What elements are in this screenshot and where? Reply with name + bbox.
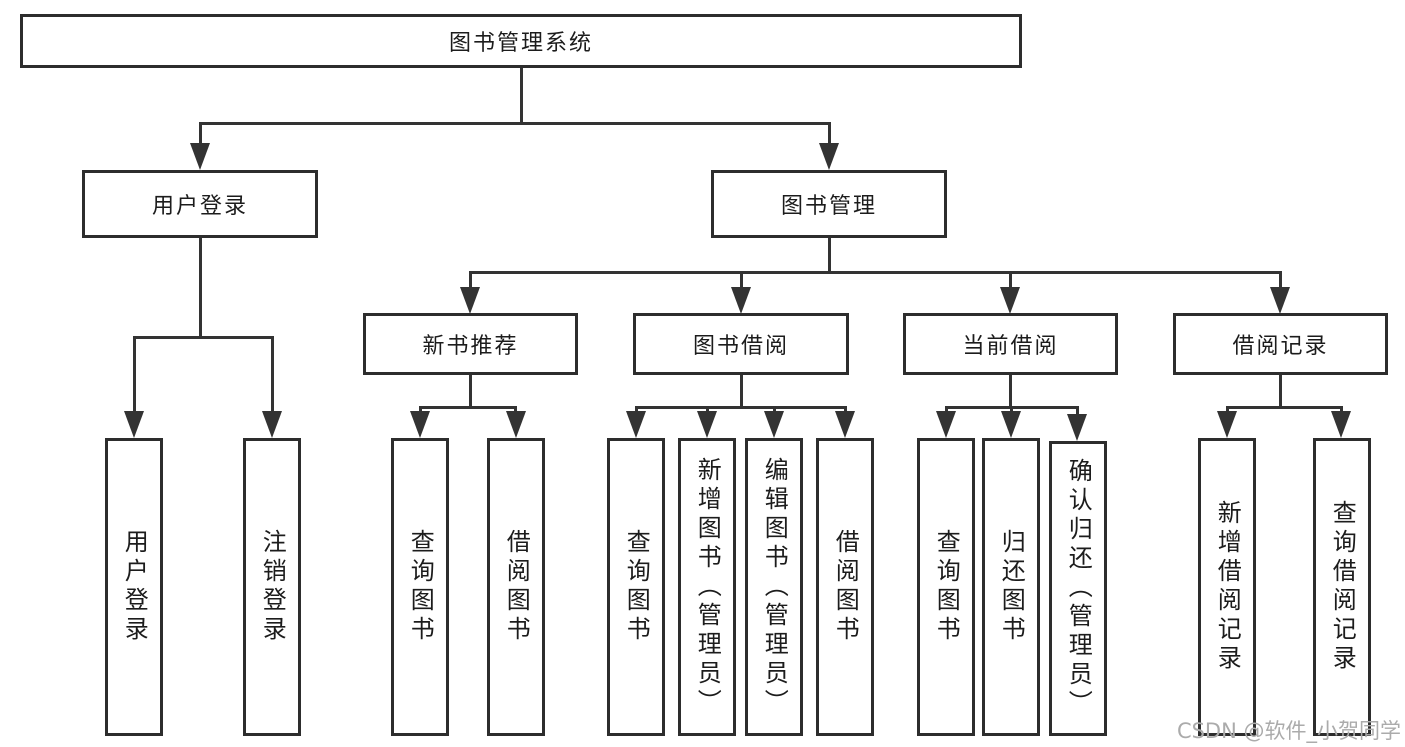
leaf-cb-confirm-return-admin: 确认归还（管理员） (1049, 441, 1107, 736)
connector-nbr-stub (469, 271, 472, 289)
connector-bb-trunk (740, 375, 743, 409)
leaf-user-login: 用户登录 (105, 438, 163, 736)
node-book-borrow-label: 图书借阅 (692, 334, 789, 359)
node-borrow-records-label: 借阅记录 (1232, 334, 1329, 359)
connector-ul-leaf1-stub (133, 336, 136, 414)
leaf-nbr-query-books: 查询图书 (391, 438, 449, 736)
connector-bb-stub (740, 271, 743, 289)
connector-book-mgmt-trunk (828, 238, 831, 274)
connector-ul-leaf2-stub (271, 336, 274, 414)
leaf-cb-query-books: 查询图书 (917, 438, 975, 736)
connector-cb-leaf2-stub (1010, 406, 1013, 414)
arrowhead-cb-leaf2 (1001, 411, 1021, 438)
leaf-nbr-borrow-books-label: 借阅图书 (502, 529, 531, 645)
connector-br-leaf2-stub (1340, 406, 1343, 414)
leaf-br-add-record: 新增借阅记录 (1198, 438, 1256, 736)
connector-br-stub (1279, 271, 1282, 289)
arrowhead-book-borrow (731, 287, 751, 314)
arrowhead-bb-leaf3 (764, 411, 784, 438)
arrowhead-ul-leaf1 (124, 411, 144, 438)
arrowhead-user-login (190, 143, 210, 170)
leaf-bb-query-books: 查询图书 (607, 438, 665, 736)
node-user-login: 用户登录 (82, 170, 318, 238)
leaf-nbr-borrow-books: 借阅图书 (487, 438, 545, 736)
leaf-bb-borrow-books-label: 借阅图书 (831, 529, 860, 645)
leaf-bb-add-books-admin: 新增图书（管理员） (678, 438, 736, 736)
leaf-logout: 注销登录 (243, 438, 301, 736)
connector-cb-trunk (1009, 375, 1012, 409)
arrowhead-br-leaf1 (1217, 411, 1237, 438)
arrowhead-current-borrow (1000, 287, 1020, 314)
connector-br-leaf1-stub (1226, 406, 1229, 414)
leaf-br-query-record: 查询借阅记录 (1313, 438, 1371, 736)
connector-book-mgmt-stub (828, 122, 831, 146)
connector-nbr-rail (419, 406, 517, 409)
connector-bb-leaf1-stub (635, 406, 638, 414)
node-user-login-label: 用户登录 (151, 194, 248, 219)
leaf-bb-edit-books-admin: 编辑图书（管理员） (745, 438, 803, 736)
connector-user-login-rail (133, 336, 274, 339)
leaf-bb-query-books-label: 查询图书 (622, 529, 651, 645)
leaf-br-add-record-label: 新增借阅记录 (1213, 500, 1242, 674)
arrowhead-nbr-leaf1 (410, 411, 430, 438)
leaf-bb-borrow-books: 借阅图书 (816, 438, 874, 736)
connector-cb-leaf1-stub (945, 406, 948, 414)
connector-br-rail (1226, 406, 1343, 409)
node-book-management-label: 图书管理 (780, 194, 877, 219)
leaf-cb-confirm-return-admin-label: 确认归还（管理员） (1064, 458, 1093, 719)
connector-nbr-trunk (469, 375, 472, 409)
arrowhead-ul-leaf2 (262, 411, 282, 438)
node-new-book-recommend: 新书推荐 (363, 313, 578, 375)
node-root-label: 图书管理系统 (448, 31, 593, 56)
leaf-cb-query-books-label: 查询图书 (932, 529, 961, 645)
connector-level2-rail (199, 122, 831, 125)
connector-level3-rail (469, 271, 1282, 274)
leaf-cb-return-books-label: 归还图书 (997, 529, 1026, 645)
connector-br-trunk (1279, 375, 1282, 409)
node-book-borrow: 图书借阅 (633, 313, 849, 375)
leaf-bb-add-books-admin-label: 新增图书（管理员） (693, 456, 722, 718)
csdn-watermark: CSDN @软件_小贺同学 (1176, 719, 1401, 743)
arrowhead-borrow-records (1270, 287, 1290, 314)
leaf-nbr-query-books-label: 查询图书 (406, 529, 435, 645)
leaf-bb-edit-books-admin-label: 编辑图书（管理员） (760, 456, 789, 718)
leaf-br-query-record-label: 查询借阅记录 (1328, 500, 1357, 674)
node-new-book-recommend-label: 新书推荐 (422, 334, 519, 359)
arrowhead-nbr-leaf2 (506, 411, 526, 438)
node-current-borrow-label: 当前借阅 (962, 334, 1059, 359)
leaf-logout-label: 注销登录 (258, 529, 287, 645)
node-current-borrow: 当前借阅 (903, 313, 1118, 375)
node-book-management: 图书管理 (711, 170, 947, 238)
connector-bb-rail (635, 406, 846, 409)
arrowhead-bb-leaf4 (835, 411, 855, 438)
connector-bb-leaf2-stub (706, 406, 709, 414)
node-borrow-records: 借阅记录 (1173, 313, 1388, 375)
connector-user-login-stub (199, 122, 202, 146)
arrowhead-cb-leaf1 (936, 411, 956, 438)
connector-root-trunk (520, 68, 523, 124)
node-root: 图书管理系统 (20, 14, 1022, 68)
leaf-cb-return-books: 归还图书 (982, 438, 1040, 736)
arrowhead-bb-leaf1 (626, 411, 646, 438)
connector-cb-stub (1009, 271, 1012, 289)
connector-bb-leaf4-stub (844, 406, 847, 414)
arrowhead-bb-leaf2 (697, 411, 717, 438)
leaf-user-login-label: 用户登录 (120, 529, 149, 645)
connector-cb-leaf3-stub (1076, 406, 1079, 414)
connector-nbr-leaf1-stub (419, 406, 422, 414)
arrowhead-new-book-recommend (460, 287, 480, 314)
arrowhead-br-leaf2 (1331, 411, 1351, 438)
arrowhead-cb-leaf3 (1067, 414, 1087, 441)
arrowhead-book-mgmt (819, 143, 839, 170)
connector-bb-leaf3-stub (773, 406, 776, 414)
connector-nbr-leaf2-stub (514, 406, 517, 414)
connector-user-login-trunk (199, 238, 202, 339)
